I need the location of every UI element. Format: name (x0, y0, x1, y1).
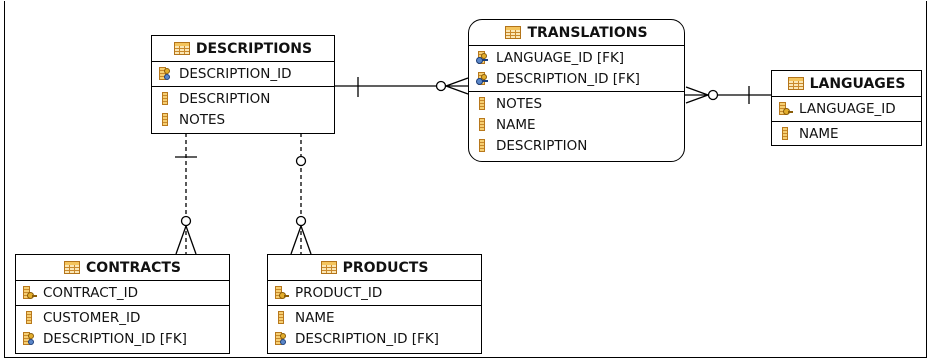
relationship-translations-languages[interactable] (684, 86, 771, 104)
column-row[interactable]: DESCRIPTION_ID [FK] (469, 68, 684, 89)
entity-title: DESCRIPTIONS (195, 40, 313, 57)
attribute-section: DESCRIPTION NOTES (152, 86, 334, 132)
column-name: DESCRIPTION_ID [FK] (496, 70, 640, 87)
table-icon (64, 261, 81, 274)
column-name: NAME (295, 309, 335, 326)
column-name: NAME (799, 125, 839, 142)
pk-fk-column-icon (159, 67, 172, 80)
key-section: CONTRACT_ID (16, 280, 229, 305)
column-row[interactable]: CUSTOMER_ID (16, 307, 229, 328)
column-row[interactable]: DESCRIPTION (469, 135, 684, 156)
table-icon (787, 77, 804, 90)
column-row[interactable]: NAME (268, 307, 481, 328)
column-row[interactable]: CONTRACT_ID (16, 282, 229, 303)
column-row[interactable]: NOTES (152, 109, 334, 130)
column-icon (278, 311, 284, 324)
relationship-descriptions-products[interactable] (290, 133, 312, 255)
entity-descriptions[interactable]: DESCRIPTIONS DESCRIPTION_ID DESCRIPTION … (151, 35, 335, 134)
column-row[interactable]: PRODUCT_ID (268, 282, 481, 303)
attribute-section: NAME (772, 121, 921, 146)
table-icon (505, 26, 522, 39)
entity-title-bar: LANGUAGES (772, 71, 921, 96)
fk-column-icon (275, 332, 288, 345)
entity-title-bar: PRODUCTS (268, 255, 481, 280)
column-icon (162, 92, 168, 105)
column-name: LANGUAGE_ID (799, 100, 896, 117)
column-row[interactable]: DESCRIPTION_ID (152, 63, 334, 84)
fk-column-icon (23, 332, 36, 345)
attribute-section: NOTES NAME DESCRIPTION (469, 91, 684, 158)
entity-title-bar: CONTRACTS (16, 255, 229, 280)
attribute-section: NAME DESCRIPTION_ID [FK] (268, 305, 481, 351)
column-icon (479, 118, 485, 131)
table-icon (320, 261, 337, 274)
column-row[interactable]: LANGUAGE_ID [FK] (469, 47, 684, 68)
column-row[interactable]: DESCRIPTION_ID [FK] (268, 328, 481, 349)
column-row[interactable]: NAME (469, 114, 684, 135)
entity-translations[interactable]: TRANSLATIONS LANGUAGE_ID [FK] DESCRIPTIO… (468, 19, 685, 162)
column-icon (162, 113, 168, 126)
column-name: PRODUCT_ID (295, 284, 383, 301)
primary-key-column-icon (275, 286, 289, 299)
column-name: DESCRIPTION (179, 90, 271, 107)
column-icon (782, 127, 788, 140)
entity-title: PRODUCTS (342, 259, 429, 276)
entity-title: LANGUAGES (809, 75, 906, 92)
attribute-section: CUSTOMER_ID DESCRIPTION_ID [FK] (16, 305, 229, 351)
column-name: CONTRACT_ID (43, 284, 139, 301)
entity-title: TRANSLATIONS (527, 24, 648, 41)
relationship-descriptions-contracts[interactable] (175, 133, 197, 255)
column-name: DESCRIPTION_ID [FK] (43, 330, 187, 347)
column-name: NAME (496, 116, 536, 133)
primary-key-column-icon (23, 286, 37, 299)
column-icon (479, 97, 485, 110)
entity-title-bar: DESCRIPTIONS (152, 36, 334, 61)
key-section: LANGUAGE_ID (772, 96, 921, 121)
column-name: DESCRIPTION_ID [FK] (295, 330, 439, 347)
relationship-descriptions-translations[interactable] (334, 77, 469, 97)
key-section: LANGUAGE_ID [FK] DESCRIPTION_ID [FK] (469, 45, 684, 91)
column-name: NOTES (179, 111, 226, 128)
entity-title-bar: TRANSLATIONS (469, 20, 684, 45)
column-row[interactable]: DESCRIPTION (152, 88, 334, 109)
key-section: PRODUCT_ID (268, 280, 481, 305)
key-section: DESCRIPTION_ID (152, 61, 334, 86)
column-row[interactable]: NOTES (469, 93, 684, 114)
table-icon (173, 42, 190, 55)
entity-contracts[interactable]: CONTRACTS CONTRACT_ID CUSTOMER_ID DESCRI… (15, 254, 230, 354)
primary-key-column-icon (779, 102, 793, 115)
fk-key-column-icon (476, 51, 489, 64)
diagram-canvas[interactable] (4, 1, 927, 358)
entity-languages[interactable]: LANGUAGES LANGUAGE_ID NAME (771, 70, 922, 146)
entity-title: CONTRACTS (86, 259, 181, 276)
column-icon (479, 139, 485, 152)
column-name: CUSTOMER_ID (43, 309, 141, 326)
column-name: NOTES (496, 95, 543, 112)
column-row[interactable]: NAME (772, 123, 921, 144)
column-row[interactable]: LANGUAGE_ID (772, 98, 921, 119)
column-name: LANGUAGE_ID [FK] (496, 49, 625, 66)
column-name: DESCRIPTION (496, 137, 588, 154)
column-row[interactable]: DESCRIPTION_ID [FK] (16, 328, 229, 349)
column-icon (26, 311, 32, 324)
entity-products[interactable]: PRODUCTS PRODUCT_ID NAME DESCRIPTION_ID … (267, 254, 482, 354)
fk-key-column-icon (476, 72, 489, 85)
column-name: DESCRIPTION_ID (179, 65, 292, 82)
